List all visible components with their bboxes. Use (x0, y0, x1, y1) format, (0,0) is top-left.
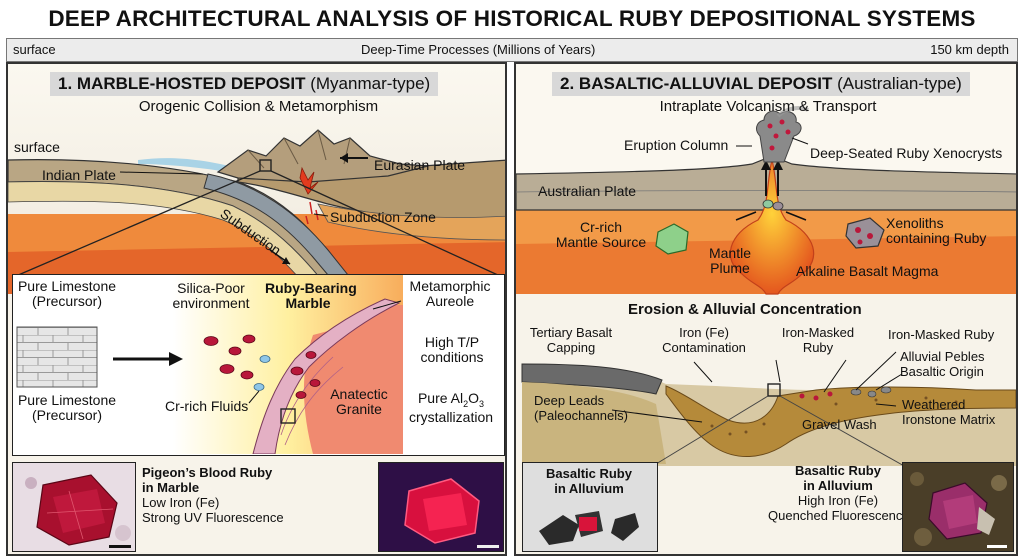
uv-fluorescence-photo (378, 462, 504, 552)
xenocrysts-label: Deep-Seated Ruby Xenocrysts (810, 145, 1003, 161)
page-title: DEEP ARCHITECTURAL ANALYSIS OF HISTORICA… (48, 6, 976, 31)
iron-contamination-label: Iron (Fe) Contamination (662, 325, 746, 355)
basaltic-panel-number: 2. (560, 74, 575, 93)
pigeon-blood-ruby-photo (12, 462, 136, 552)
basaltic-deposit-panel: 2. BASALTIC-ALLUVIAL DEPOSIT (Australian… (514, 62, 1018, 556)
alluvial-pebbles-label: Alluvial Pebles Basaltic Origin (900, 349, 985, 379)
limestone-top-label: Pure Limestone (Precursor) (17, 278, 117, 310)
gravel-wash-label: Gravel Wash (802, 417, 877, 432)
marble-detail-illustration (16, 275, 403, 454)
eruption-column-label: Eruption Column (624, 137, 729, 153)
xenoliths-label: Xenoliths containing Ruby (886, 215, 987, 247)
marble-panel-subtitle: Orogenic Collision & Metamorphism (138, 98, 379, 115)
pigeon-ruby-caption: Pigeon’s Blood Ruby in Marble Low Iron (… (142, 465, 284, 525)
tertiary-basalt-label: Tertiary Basalt Capping (529, 325, 613, 355)
basaltic-ruby-sample-box: Basaltic Ruby in Alluvium (522, 462, 658, 552)
iron-masked-ruby-label: Iron-Masked Ruby (888, 327, 995, 342)
metamorphic-aureole-label: Metamorphic Aureole (409, 278, 491, 310)
surface-label: surface (14, 139, 60, 155)
weathered-ironstone-label: Weathered Ironstone Matrix (902, 397, 996, 427)
basaltic-panel-heading: BASALTIC-ALLUVIAL DEPOSIT (578, 74, 833, 93)
silica-poor-label: Silica-Poor environment (172, 280, 250, 312)
iron-masked-label: Iron-Masked Ruby (781, 325, 855, 355)
volcanism-cross-section (516, 64, 1016, 485)
basaltic-ruby-photo (902, 462, 1014, 552)
ruby-marble-label: Ruby-Bearing Marble (265, 280, 357, 312)
cr-mantle-source-label: Cr-rich Mantle Source (555, 219, 647, 251)
mantle-plume-label: Mantle Plume (708, 245, 752, 277)
marble-deposit-panel: 1. MARBLE-HOSTED DEPOSIT (Myanmar-type) … (6, 62, 507, 556)
scale-center-label: Deep-Time Processes (Millions of Years) (361, 42, 596, 57)
basaltic-panel-type: (Australian-type) (837, 74, 962, 93)
scale-left-label: surface (13, 42, 56, 57)
al2o3-label: Pure Al2O3 crystallization (408, 390, 494, 425)
marble-panel-number: 1. (58, 74, 73, 93)
alkaline-basalt-label: Alkaline Basalt Magma (796, 263, 939, 279)
marble-panel-type: (Myanmar-type) (310, 74, 431, 93)
basaltic-panel-title: 2. BASALTIC-ALLUVIAL DEPOSIT (Australian… (552, 72, 970, 96)
marble-panel-heading: MARBLE-HOSTED DEPOSIT (76, 74, 306, 93)
scale-right-label: 150 km depth (930, 42, 1009, 57)
indian-plate-label: Indian Plate (42, 167, 116, 183)
marble-panel-title: 1. MARBLE-HOSTED DEPOSIT (Myanmar-type) (50, 72, 439, 96)
limestone-bottom-label: Pure Limestone (Precursor) (17, 392, 117, 424)
high-tp-label: High T/P conditions (420, 334, 484, 366)
erosion-heading: Erosion & Alluvial Concentration (628, 301, 862, 318)
depth-scale-bar: surface Deep-Time Processes (Millions of… (6, 38, 1018, 62)
australian-plate-label: Australian Plate (538, 183, 637, 199)
deep-leads-label: Deep Leads (Paleochannels) (534, 393, 628, 423)
anatectic-granite-label: Anatectic Granite (330, 386, 388, 418)
subduction-zone-label: Subduction Zone (330, 209, 436, 225)
eurasian-plate-label: Eurasian Plate (374, 157, 466, 173)
basaltic-ruby-caption: Basaltic Ruby in Alluvium High Iron (Fe)… (768, 463, 910, 523)
marble-detail-box: Pure Limestone (Precursor) Pure Limeston… (12, 274, 505, 456)
basaltic-sample-box-label: Basaltic Ruby in Alluvium (546, 466, 632, 496)
basaltic-panel-subtitle: Intraplate Volcanism & Transport (659, 98, 877, 115)
cr-fluids-label: Cr-rich Fluids (165, 398, 249, 414)
